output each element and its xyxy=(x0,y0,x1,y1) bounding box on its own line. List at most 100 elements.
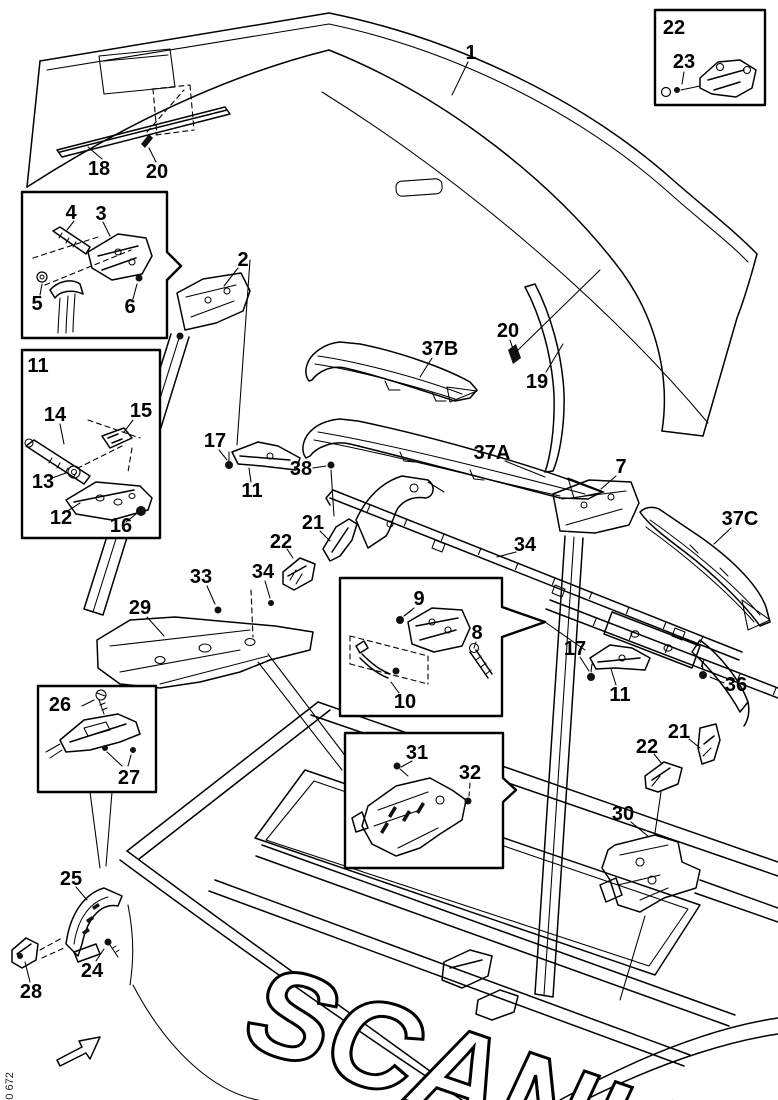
callout-37b: 37B xyxy=(422,338,459,360)
rail-34-lines xyxy=(325,489,743,661)
callout-6: 6 xyxy=(124,296,135,318)
plate-12-shape xyxy=(65,481,153,521)
blade-37a-outline xyxy=(302,418,603,500)
blade-37a-lines xyxy=(313,431,586,497)
cluster-right-hatch xyxy=(651,747,712,834)
callout-37c: 37C xyxy=(722,508,759,530)
callout-12: 12 xyxy=(50,507,72,529)
deflector-left-face xyxy=(26,49,330,188)
callout-26: 26 xyxy=(49,694,71,716)
blade-37b-lines xyxy=(314,355,463,400)
bracket-11-right-shape xyxy=(589,644,651,671)
bracket-cluster-21-22-right xyxy=(644,723,721,834)
bracket-8-hole-b xyxy=(444,626,452,634)
bracket-11-left-shape xyxy=(231,441,301,471)
box-26-27-guides xyxy=(89,791,113,869)
spoiler-blade-37b xyxy=(305,341,478,403)
plate-12-hole-b xyxy=(113,498,123,506)
rivet-20-pillar-guide xyxy=(515,269,601,353)
callout-23: 23 xyxy=(673,51,695,73)
bracket-25-inner xyxy=(73,896,109,945)
plate-hole-a xyxy=(630,630,640,638)
clamp-28-bolt xyxy=(17,953,23,959)
callout-3: 3 xyxy=(95,203,106,225)
callout-20-pillar: 20 xyxy=(497,320,519,342)
callout-29: 29 xyxy=(129,597,151,619)
washer-5-ring xyxy=(36,271,48,283)
blade-37c-tabs xyxy=(689,544,771,631)
post-7-hole-b xyxy=(607,493,615,501)
bolt-14-shape xyxy=(25,439,91,485)
screw-24-head xyxy=(104,938,112,946)
rod-10-cable xyxy=(359,653,391,679)
box-31-32-frame xyxy=(343,731,518,870)
bolt-32-guide xyxy=(468,782,471,797)
bolt-8-shaft xyxy=(469,649,493,679)
blade-37c-outline xyxy=(639,506,771,627)
screw-33-dot xyxy=(214,606,222,614)
callout-7: 7 xyxy=(615,456,626,478)
box-8-10-frame xyxy=(338,576,547,718)
screw-17-left-dot xyxy=(225,461,233,469)
blade-37a-tabs xyxy=(399,451,605,499)
bracket-25-base xyxy=(73,943,101,963)
screws-33-34 xyxy=(214,589,274,638)
callout-25: 25 xyxy=(60,868,82,890)
bracket-31-slots xyxy=(380,802,425,834)
box-8-10-pointer xyxy=(544,621,586,651)
bolt-27-b xyxy=(130,747,136,753)
rivet-20-pillar xyxy=(508,344,521,364)
pillar-trim-19 xyxy=(508,269,601,473)
clamp-22-left-shape xyxy=(282,557,316,591)
blade-37b-outline xyxy=(305,341,478,402)
callout-22-left: 22 xyxy=(270,531,292,553)
callout-31: 31 xyxy=(406,742,428,764)
bracket-in-box-8 xyxy=(407,607,471,653)
bracket-29-lines xyxy=(109,629,269,685)
callout-20-top: 20 xyxy=(146,161,168,183)
post-7-bracket xyxy=(552,479,640,534)
edge-trim-strip-18 xyxy=(56,106,231,158)
washer-13-inner xyxy=(70,468,78,476)
callout-38: 38 xyxy=(290,458,312,480)
bolt-8-threads xyxy=(475,655,492,675)
screw-23-leader xyxy=(680,71,701,91)
bolt-14-head xyxy=(24,438,34,448)
mounting-rail-lower xyxy=(545,599,778,699)
nut-6-dot xyxy=(135,274,143,282)
rod-10-fitting xyxy=(355,640,369,654)
screw-26-head xyxy=(95,689,107,701)
direction-arrow xyxy=(56,1036,101,1067)
curved-bracket-hole-b xyxy=(386,520,394,528)
box-11-frame xyxy=(20,348,162,540)
deflector-crease xyxy=(321,91,709,424)
roof-bracket-a xyxy=(441,949,493,989)
callout-33: 33 xyxy=(190,566,212,588)
callout-9: 9 xyxy=(413,588,424,610)
callout-17-right: 17 xyxy=(564,638,586,660)
bolt-4-threads xyxy=(58,232,77,248)
blade-37c-lower-hook xyxy=(691,639,750,727)
bracket-8-hole-a xyxy=(428,618,436,626)
screw-38-part xyxy=(327,461,335,517)
spoiler-blade-37a xyxy=(302,418,605,500)
screw-17-right-dot xyxy=(587,673,595,681)
rear-support-30 xyxy=(599,834,701,1001)
callout-14: 14 xyxy=(44,404,67,426)
post-2-hole-b xyxy=(223,287,231,295)
post-2-bracket-lines xyxy=(185,284,237,318)
bolt-9-dot xyxy=(396,616,404,624)
callout-28: 28 xyxy=(20,981,42,1003)
bracket-31-lines xyxy=(373,791,439,849)
clamp-28-guides xyxy=(39,937,65,959)
plate-12-hole-a xyxy=(95,494,105,502)
washer-13-ring xyxy=(67,465,81,479)
bolt-36-dot xyxy=(699,671,707,679)
callout-34-bolt: 34 xyxy=(252,561,275,583)
bracket-11-right-hole xyxy=(618,654,626,662)
bracket-21-right-shape xyxy=(697,723,721,765)
rail-lower-ticks xyxy=(592,618,777,696)
callout-30: 30 xyxy=(612,803,634,825)
roof-bracket-b xyxy=(475,989,519,1021)
